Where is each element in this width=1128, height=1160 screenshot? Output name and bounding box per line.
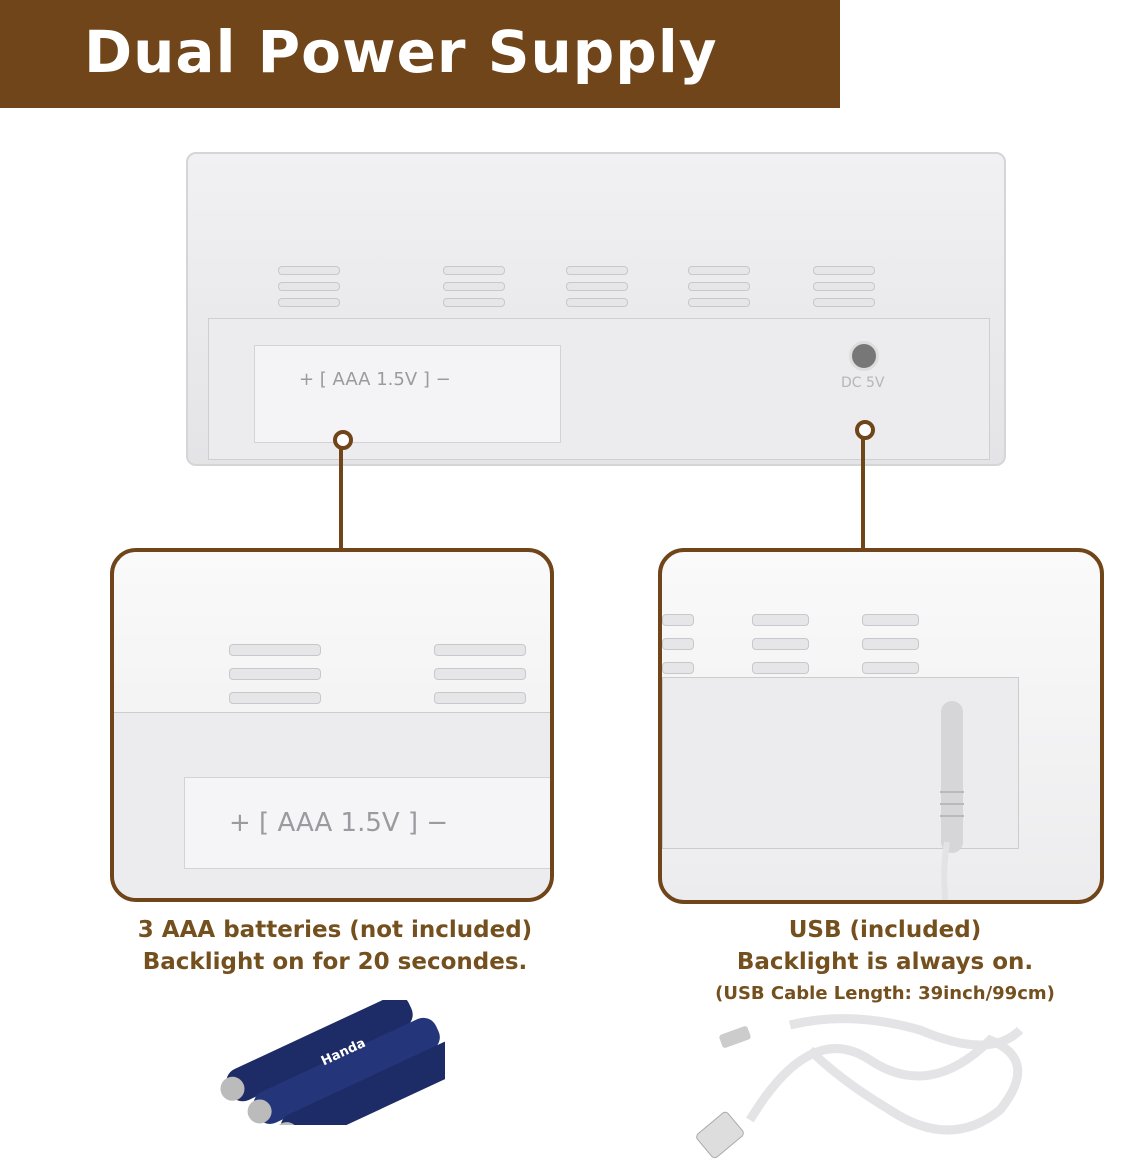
usb-plug-icon: [940, 701, 964, 900]
battery-caption-line1: 3 AAA batteries (not included): [137, 917, 533, 943]
battery-tray: + [ AAA 1.5V ] − DC 5V: [208, 318, 990, 460]
usb-caption-line3: (USB Cable Length: 39inch/99cm): [715, 983, 1055, 1004]
callout-line-battery: [339, 448, 343, 550]
clock-back-view: + [ AAA 1.5V ] − DC 5V: [186, 152, 1006, 466]
usb-detail-panel: [658, 548, 1104, 904]
battery-label: + [ AAA 1.5V ] −: [229, 808, 449, 838]
battery-caption: 3 AAA batteries (not included) Backlight…: [110, 914, 560, 978]
callout-dot-battery: [333, 430, 353, 450]
usb-caption: USB (included) Backlight is always on. (…: [650, 914, 1120, 1010]
callout-line-dc: [861, 438, 865, 550]
aaa-batteries-icon: [220, 1000, 445, 1125]
dc-label: DC 5V: [841, 375, 885, 391]
battery-label: + [ AAA 1.5V ] −: [299, 369, 451, 390]
usb-caption-line1: USB (included): [788, 917, 982, 943]
battery-caption-line2: Backlight on for 20 secondes.: [142, 949, 528, 975]
battery-detail-panel: + [ AAA 1.5V ] −: [110, 548, 554, 902]
usb-caption-line2: Backlight is always on.: [736, 949, 1034, 975]
dc-jack: [849, 341, 879, 371]
callout-dot-dc: [855, 420, 875, 440]
page-title: Dual Power Supply: [84, 18, 718, 86]
battery-compartment: [254, 345, 561, 443]
usb-cable-icon: [696, 1014, 1024, 1159]
title-banner: Dual Power Supply: [0, 0, 840, 108]
